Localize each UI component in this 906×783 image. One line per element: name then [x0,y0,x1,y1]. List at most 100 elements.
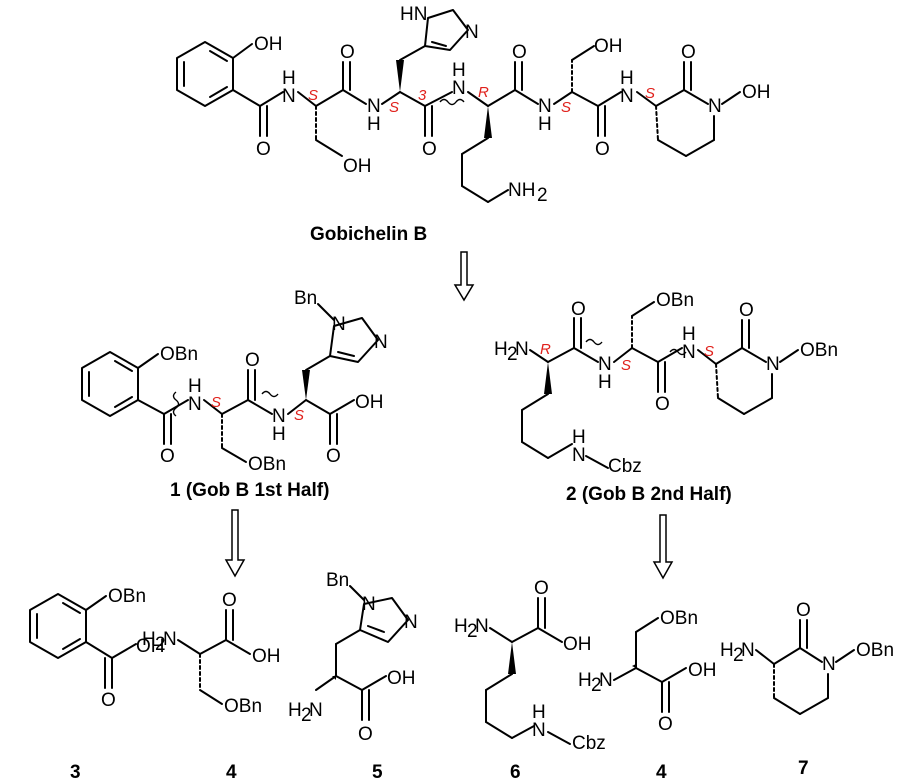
c3-carbonyl-o: O [101,690,116,711]
stereo-s-3: S [561,99,571,116]
lys-carbonyl-o: O [512,42,527,63]
stereo-r-1: R [478,84,489,101]
c6-h2n-h: H [454,616,468,637]
stereo-3: 3 [418,87,427,104]
compound-7-structure: H 2 N O N OBn [720,600,894,715]
retro-arrow-frag1 [224,509,246,578]
c5-bn-label: Bn [326,570,349,591]
frag1-imid-n1: N [332,314,346,335]
ser2-carbonyl-o: O [595,139,610,160]
frag2-n-1: N [598,354,612,375]
title-gobichelin-b: Gobichelin B [310,224,427,245]
nh-label-4: H [538,114,552,135]
c6-cbz-label: Cbz [572,733,606,754]
c6-oh-label: OH [563,634,592,655]
c4a-h2n-n: N [163,629,177,650]
frag2-ring-o: O [739,300,754,321]
frag1-nh-h-2: H [272,424,286,445]
c4b-h2n-h: H [578,670,592,691]
fragment-2-structure: H 2 N R H N Cbz O N H S OBn O H N S [494,290,838,477]
label-compound-5: 5 [372,762,383,783]
c6-nh-h: H [532,702,546,723]
lys-nh2-sub: 2 [537,185,548,206]
c7-ring-n: N [822,654,836,675]
c3-oh-label: OH [136,636,165,657]
title-fragment-1: 1 (Gob B 1st Half) [170,480,329,501]
frag2-h2n-n: N [515,339,529,360]
n-label-4: N [538,96,552,117]
c7-h2n-2: 2 [733,645,744,666]
compound-5-structure: Bn N N H 2 N O OH [288,570,418,745]
his-carbonyl-o: O [422,139,437,160]
c4b-h2n-n: N [599,670,613,691]
label-compound-4b: 4 [656,762,667,783]
nh-label-1: H [282,68,296,89]
frag2-obn-label-1: OBn [656,290,694,311]
salicyl-carbonyl-o: O [256,139,271,160]
c4b-carbonyl-o: O [658,714,673,735]
c3-obn-label: OBn [108,586,146,607]
c7-ring-o: O [796,600,811,621]
frag1-acid-o: O [326,446,341,467]
imidazole-n-label: N [465,22,479,43]
frag1-obn-label-2: OBn [248,454,286,475]
ring-carbonyl-o: O [681,42,696,63]
nh-label-3h: H [452,60,466,81]
frag2-n-2: N [682,342,696,363]
c4a-h2n-2: 2 [155,634,166,655]
nh-label-5h: H [620,68,634,89]
frag1-imid-n2: N [374,332,388,353]
stereo-s-4: S [645,85,655,102]
c5-imid-n2: N [404,612,418,633]
frag1-n-1: N [188,394,202,415]
ser2-oh-label: OH [594,36,623,57]
ser1-carbonyl-o: O [340,42,355,63]
compound-3-structure: OBn O OH [29,586,165,711]
frag1-acid-oh: OH [355,392,384,413]
c5-carbonyl-o: O [358,724,373,745]
retro-arrow-main [453,251,475,302]
ser1-oh-label: OH [343,156,372,177]
frag1-obn-label: OBn [160,344,198,365]
c5-h2n-h: H [288,700,302,721]
frag2-h2n-h: H [494,339,508,360]
frag1-nh-h-1: H [188,376,202,397]
frag1-carbonyl-o2: O [245,350,260,371]
frag2-h2n-2: 2 [507,344,518,365]
frag1-carbonyl-o1: O [160,446,175,467]
title-fragment-2: 2 (Gob B 2nd Half) [566,484,732,505]
label-compound-4a: 4 [226,762,237,783]
label-compound-3: 3 [70,762,81,783]
gobichelin-b-structure: OH O H N S OH O N H S HN N O 3 [176,4,771,206]
stereo-s-2: S [389,99,399,116]
frag2-cbz-label: Cbz [608,456,642,477]
frag2-carbonyl-o1: O [571,299,586,320]
c5-h2n-2: 2 [301,705,312,726]
frag2-carbonyl-o2: O [655,394,670,415]
c4a-h2n-h: H [142,629,156,650]
c6-carbonyl-o: O [534,578,549,599]
hydroxamate-oh-label: OH [742,82,771,103]
ring-n-label: N [708,96,722,117]
retro-arrow-frag2 [652,514,674,580]
stereo-s-1: S [308,87,318,104]
compound-4b-structure: H 2 N OBn O OH [578,608,717,735]
imidazole-hn-label: HN [400,4,427,25]
lys-nh2-label: NH [508,180,535,201]
frag1-stereo-s-1: S [211,394,221,411]
c4b-h2n-2: 2 [591,675,602,696]
c4a-obn-label: OBn [224,696,262,717]
c7-h2n-h: H [720,640,734,661]
fragment-1-structure: OBn O H N S OBn O N H S N N Bn O [81,288,388,475]
c6-h2n-2: 2 [467,621,478,642]
c6-n-label: N [532,720,546,741]
frag1-stereo-s-2: S [294,407,304,424]
n-label-5: N [620,86,634,107]
c4b-obn-label: OBn [660,608,698,629]
frag2-nh-h-2: H [682,324,696,345]
nh-label-3: N [452,78,466,99]
compound-6-structure: H 2 N H N Cbz O OH [454,578,606,754]
compound-4a-structure: H 2 N OBn O OH [142,590,281,717]
label-compound-7: 7 [798,758,809,779]
